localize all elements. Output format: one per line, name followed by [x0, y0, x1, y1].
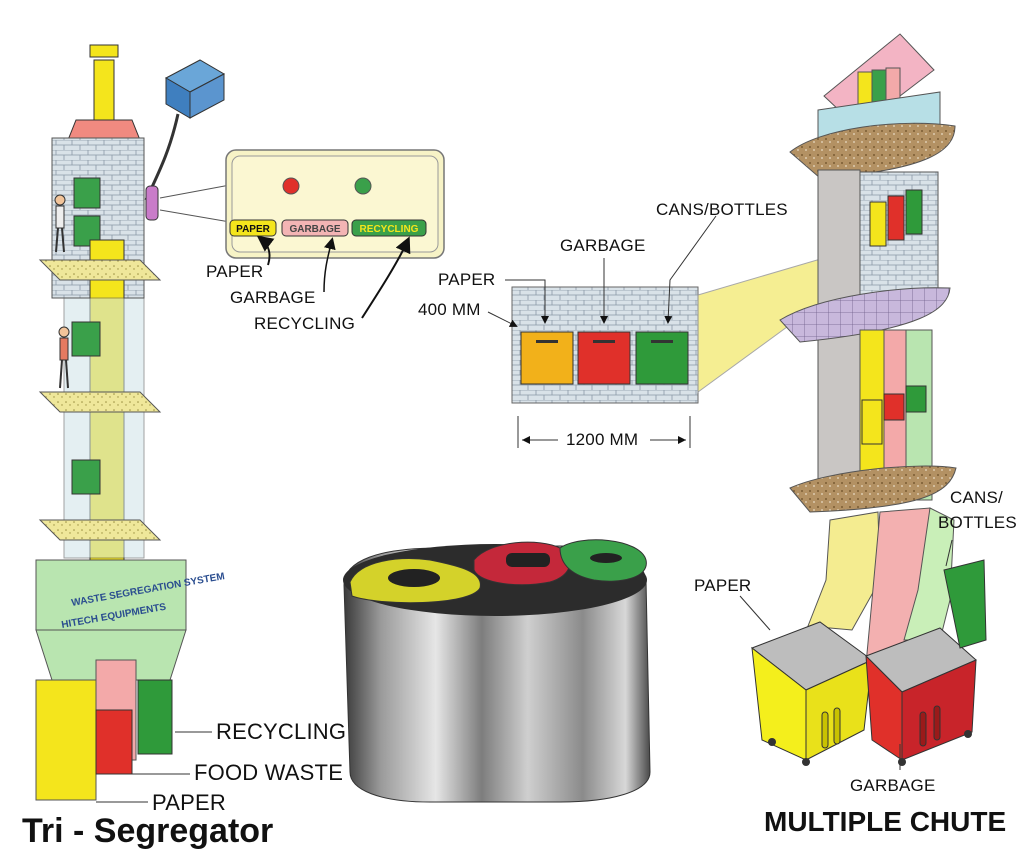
callout-recycling: RECYCLING	[254, 314, 355, 333]
green-indicator-light	[354, 177, 372, 195]
stainless-bin-icon	[343, 539, 651, 803]
chute-label-cans: CANS/	[950, 488, 1003, 507]
label-food-waste: FOOD WASTE	[194, 760, 344, 785]
chute-label-garbage: GARBAGE	[850, 776, 936, 795]
worker-icon	[54, 194, 70, 389]
power-box-icon	[144, 59, 226, 201]
callout-paper: PAPER	[206, 262, 264, 281]
red-indicator-light	[282, 177, 300, 195]
wall-label-cans-bottles: CANS/BOTTLES	[656, 200, 788, 219]
wall-label-paper: PAPER	[438, 270, 496, 289]
tri-segregator-tower: WASTE SEGREGATION SYSTEM HITECH EQUIPMEN…	[35, 44, 231, 803]
label-recycling: RECYCLING	[216, 719, 347, 744]
cart-bin-icon	[750, 559, 987, 766]
paper-button[interactable]	[229, 219, 277, 237]
title-tri-segregator: Tri - Segregator	[22, 812, 274, 850]
label-paper: PAPER	[152, 790, 226, 815]
control-panel: PAPER GARBAGE RECYCLING	[225, 149, 445, 319]
wall-detail	[487, 215, 859, 448]
garbage-button-label: GARBAGE	[289, 224, 340, 235]
paper-button-label: PAPER	[236, 224, 270, 235]
wall-label-garbage: GARBAGE	[560, 236, 646, 255]
recycling-button-label: RECYCLING	[360, 224, 419, 235]
garbage-button[interactable]	[281, 219, 349, 237]
wall-label-width: 1200 MM	[566, 430, 639, 449]
callout-garbage: GARBAGE	[230, 288, 316, 307]
chute-label-bottles: BOTTLES	[938, 513, 1017, 532]
title-multiple-chute: MULTIPLE CHUTE	[764, 806, 1007, 837]
wall-label-height: 400 MM	[418, 300, 481, 319]
chute-label-paper: PAPER	[694, 576, 752, 595]
recycling-button[interactable]	[351, 219, 427, 237]
multiple-chute-tower	[739, 33, 987, 770]
